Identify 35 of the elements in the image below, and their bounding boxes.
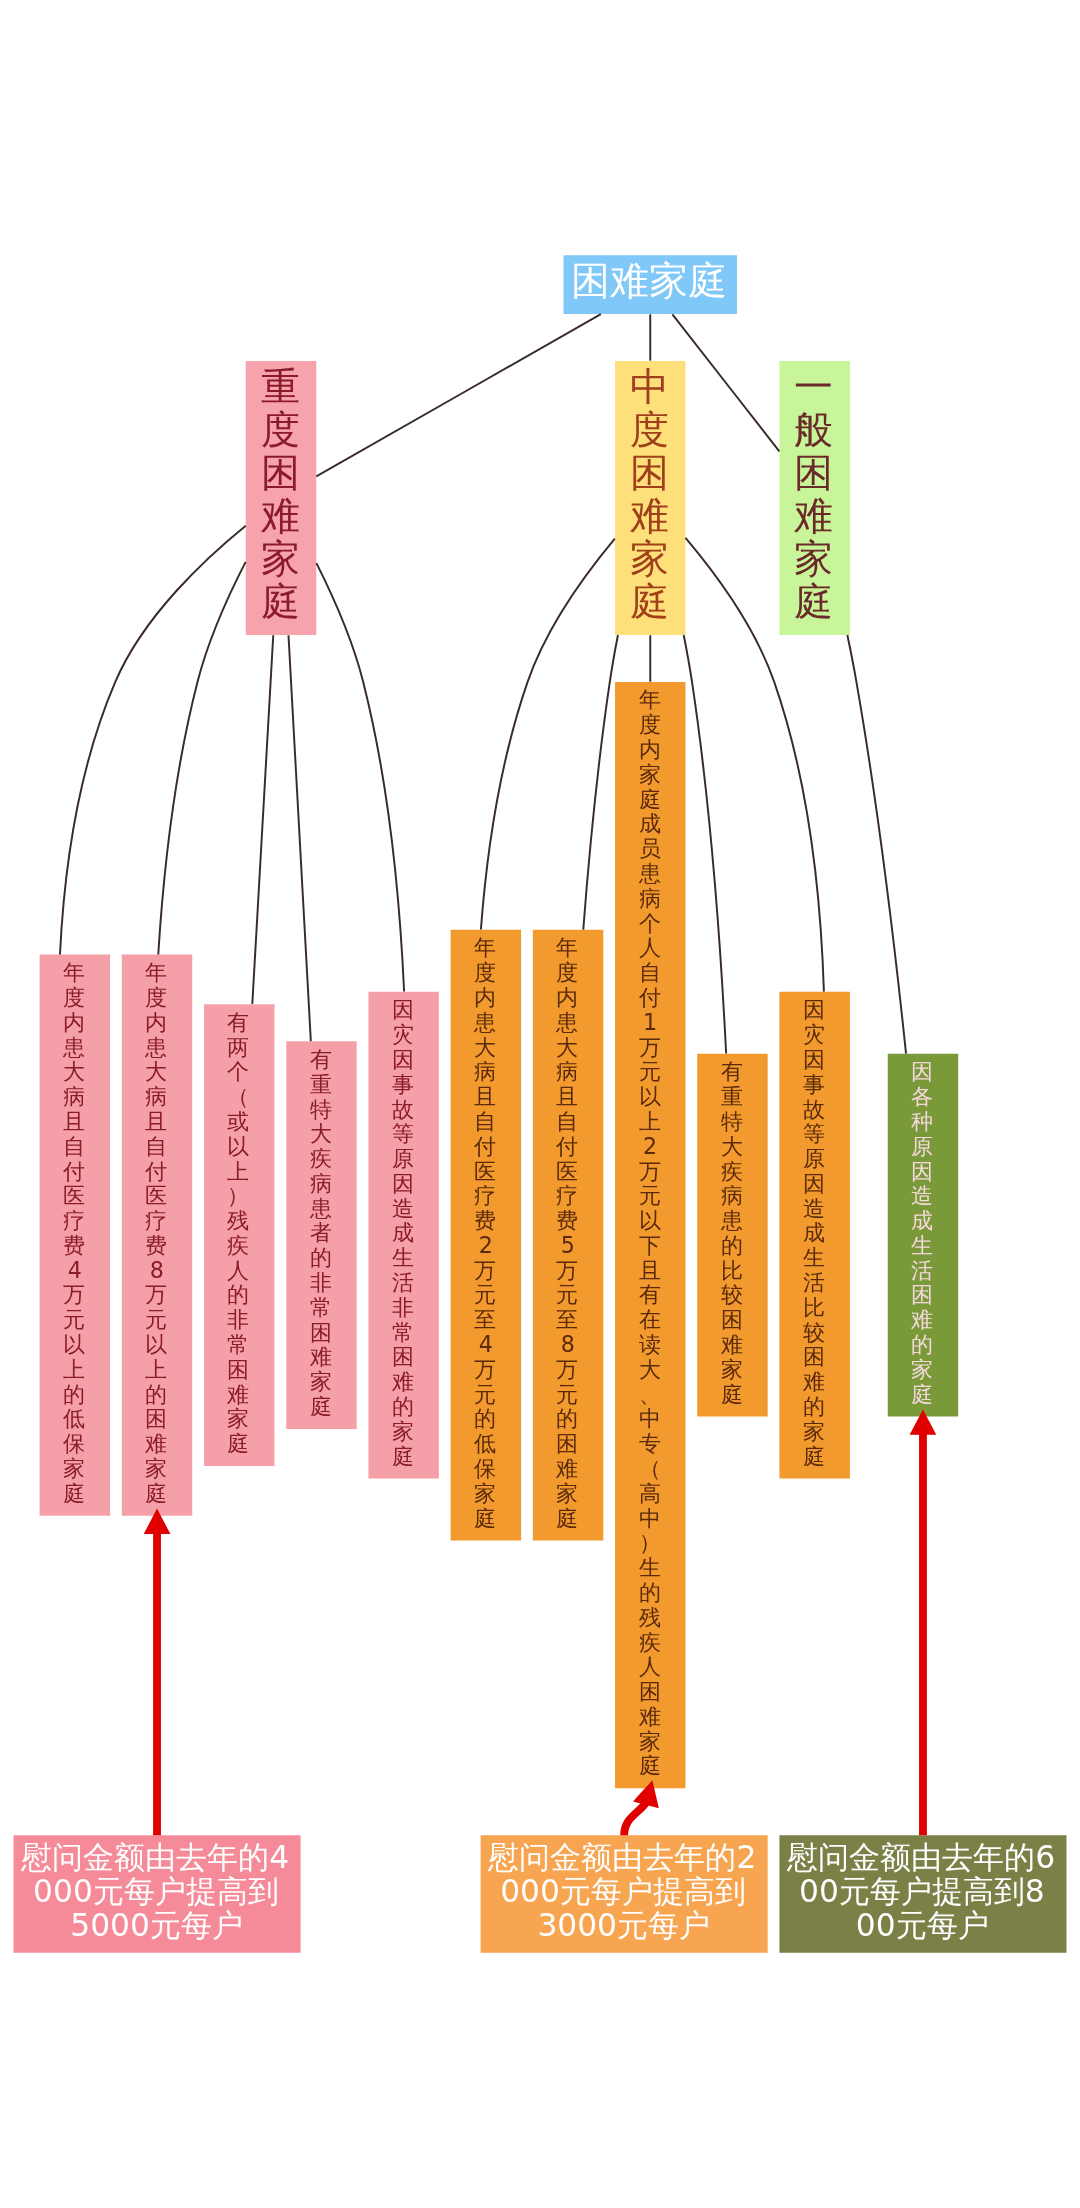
node-box: 困难家庭 xyxy=(563,255,738,314)
connector xyxy=(846,634,907,1055)
arrow xyxy=(143,1508,171,1836)
connector xyxy=(582,634,619,931)
connector xyxy=(315,313,602,478)
connector xyxy=(59,524,247,956)
connector xyxy=(251,634,275,1005)
connector xyxy=(649,313,652,362)
node-box: 因各种原因造成生活困难的家庭 xyxy=(887,1053,959,1417)
node-box: 年度内患大病且自付医疗费8万元以上的困难家庭 xyxy=(121,954,193,1516)
connector xyxy=(682,633,728,1055)
node-box: 有重特大疾病患者的非常困难家庭 xyxy=(286,1041,357,1429)
node-box: 年度内患大病且自付医疗费4万元以上的低保家庭 xyxy=(39,954,111,1516)
node-box: 年度内患大病且自付医疗费5万元至8万元的困难家庭 xyxy=(532,929,604,1541)
connector xyxy=(315,562,406,993)
node-box: 中度困难家庭 xyxy=(615,360,686,635)
connector xyxy=(671,313,781,453)
node-box: 因灾因事故等原因造成生活比较困难的家庭 xyxy=(779,991,850,1479)
node-box: 一般困难家庭 xyxy=(779,360,850,635)
connector xyxy=(649,634,652,683)
node-box: 因灾因事故等原因造成生活非常困难的家庭 xyxy=(368,991,439,1479)
node-box: 年度内家庭成员患病个人自付1万元以上2万元以下且有在读大、中专（高中）生的残疾人困难家庭 xyxy=(615,681,686,1789)
node-box: 慰问金额由去年的600元每户提高到800元每户 xyxy=(779,1835,1067,1953)
node-box: 有两个（或以上）残疾人的非常困难家庭 xyxy=(204,1004,275,1467)
arrow xyxy=(909,1409,937,1836)
node-box: 慰问金额由去年的4000元每户提高到5000元每户 xyxy=(13,1835,301,1953)
connector xyxy=(157,560,247,956)
node-box: 重度困难家庭 xyxy=(245,360,317,635)
connector xyxy=(287,634,312,1043)
node-box: 慰问金额由去年的2000元每户提高到3000元每户 xyxy=(480,1835,768,1953)
connector xyxy=(479,537,616,931)
connector xyxy=(684,536,825,993)
arrow xyxy=(620,1780,659,1836)
node-box: 有重特大疾病患的比较困难家庭 xyxy=(697,1053,768,1417)
node-box: 年度内患大病且自付医疗费2万元至4万元的低保家庭 xyxy=(450,929,522,1541)
